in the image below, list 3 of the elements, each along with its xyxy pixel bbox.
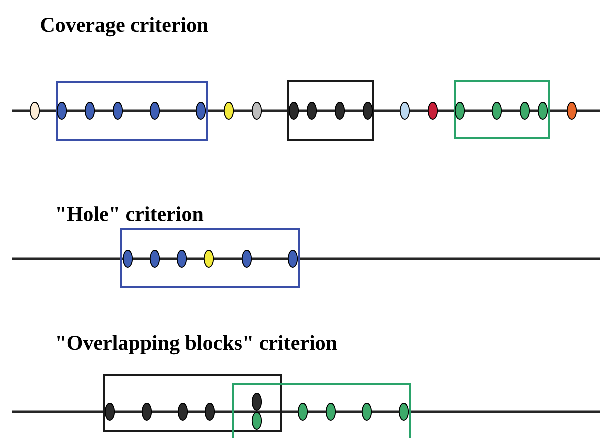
criterion-heading: "Overlapping blocks" criterion (58, 335, 338, 355)
criterion-heading: "Hole" criterion (58, 206, 204, 222)
criterion-heading: Coverage criterion (41, 17, 208, 37)
